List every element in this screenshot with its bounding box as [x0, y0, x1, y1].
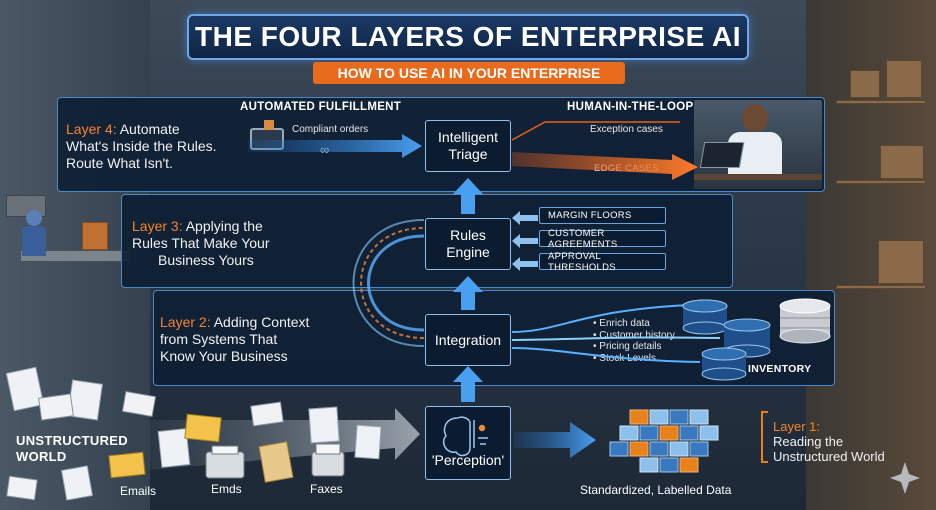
rule-tag-margin-floors: MARGIN FLOORS	[539, 207, 666, 224]
layer4-label: Layer 4: Automate What's Inside the Rule…	[66, 121, 241, 172]
fulfillment-arrow	[248, 134, 422, 158]
title-banner: THE FOUR LAYERS OF ENTERPRISE AI	[187, 14, 749, 60]
rule-tag-approval-thresholds: APPROVAL THRESHOLDS	[539, 251, 666, 273]
layer1-bracket	[761, 411, 768, 463]
layer2-label: Layer 2: Adding Context from Systems Tha…	[160, 314, 360, 365]
rule-arrow	[512, 234, 538, 248]
layer4-text2: What's Inside the Rules.	[66, 138, 217, 154]
faxes-label: Faxes	[310, 482, 343, 496]
perception-label: 'Perception'	[431, 452, 505, 468]
integration-stream	[511, 304, 691, 333]
document-icon	[5, 366, 382, 501]
enrich-item: • Enrich data	[593, 318, 650, 329]
edge-cases-arrow	[512, 152, 698, 180]
exception-cases-label: Exception cases	[590, 124, 663, 135]
standardized-data-label: Standardized, Labelled Data	[580, 483, 732, 497]
inventory-database-icon	[779, 298, 831, 344]
enrich-item: • Pricing details	[593, 341, 662, 352]
layer2-text3: Know Your Business	[160, 348, 288, 364]
page-title: THE FOUR LAYERS OF ENTERPRISE AI	[195, 21, 741, 52]
integration-stream	[511, 336, 721, 341]
rules-engine-box: Rules Engine	[425, 218, 511, 270]
shelf	[836, 100, 926, 104]
world-word: WORLD	[16, 449, 67, 464]
emds-label: Emds	[211, 482, 242, 496]
layer3-text2: Rules That Make Your	[132, 235, 270, 251]
layer2-text2: from Systems That	[160, 331, 278, 347]
integration-label: Integration	[434, 331, 502, 348]
fax-machine-icon	[205, 443, 345, 479]
box	[886, 60, 922, 98]
integration-box: Integration	[425, 314, 511, 366]
layer1-text2: Unstructured World	[773, 449, 885, 464]
layer2-number: Layer 2:	[160, 314, 211, 330]
intelligent-triage-box: Intelligent Triage	[425, 120, 511, 172]
box	[880, 145, 924, 179]
sparkle-icon	[890, 462, 920, 494]
rule-arrow	[512, 257, 538, 271]
rule-tag-customer-agreements: CUSTOMER AGREEMENTS	[539, 228, 666, 250]
exception-line	[511, 121, 680, 141]
data-stream-loop	[367, 234, 425, 332]
receipt-icon	[258, 441, 294, 483]
unstructured-world-label: UNSTRUCTURED WORLD	[16, 433, 128, 465]
brain-icon	[442, 416, 488, 457]
automated-fulfillment-heading: AUTOMATED FULFILLMENT	[240, 101, 402, 113]
data-stream-loop	[360, 227, 425, 339]
standardized-data-cubes-icon	[609, 409, 719, 473]
worker-body-icon	[22, 226, 46, 256]
inventory-small-database-icon	[701, 347, 747, 381]
layer4-text3: Route What Isn't.	[66, 155, 173, 171]
layer4-number: Layer 4:	[66, 121, 117, 137]
layer4-text1: Automate	[119, 121, 180, 137]
up-arrow-rules-triage	[453, 178, 483, 214]
emails-label: Emails	[120, 484, 157, 498]
up-arrow-integration-rules	[453, 276, 483, 310]
intelligent-triage-label: Intelligent Triage	[438, 129, 498, 162]
layer3-number: Layer 3:	[132, 218, 183, 234]
erp-database-icon	[682, 299, 728, 335]
layer2-text1: Adding Context	[213, 314, 310, 330]
layer3-label: Layer 3: Applying the Rules That Make Yo…	[132, 218, 302, 269]
up-arrow-perception-integration	[453, 366, 483, 402]
worker-head-icon	[26, 210, 42, 226]
layer1-text1: Reading the	[773, 434, 844, 449]
integration-stream	[511, 347, 701, 363]
layer1-label: Layer 1: Reading the Unstructured World	[773, 419, 923, 464]
human-operator-icon	[694, 100, 822, 189]
layer1-number: Layer 1:	[773, 419, 820, 434]
layer3-text3: Business Yours	[158, 252, 254, 268]
rules-engine-label: Rules Engine	[446, 227, 490, 260]
shelf	[836, 180, 926, 184]
box	[850, 70, 880, 98]
compliant-orders-label: Compliant orders	[292, 124, 369, 135]
perception-box: 'Perception'	[425, 406, 511, 480]
perception-output-arrow	[514, 422, 596, 458]
layer3-text1: Applying the	[185, 218, 263, 234]
human-in-the-loop-heading: HUMAN-IN-THE-LOOP	[567, 101, 694, 113]
unstructured-word: UNSTRUCTURED	[16, 433, 128, 448]
inventory-label: INVENTORY	[748, 363, 812, 375]
envelope-icon	[6, 390, 284, 501]
shelf	[836, 285, 926, 289]
crm-database-icon	[723, 318, 771, 358]
subtitle-banner: HOW TO USE AI IN YOUR ENTERPRISE	[313, 62, 625, 84]
data-stream-loop	[352, 219, 425, 347]
rule-arrow	[512, 211, 538, 225]
enrich-item: • Customer history	[593, 329, 675, 341]
box	[878, 240, 924, 284]
workbench-box	[82, 222, 108, 250]
